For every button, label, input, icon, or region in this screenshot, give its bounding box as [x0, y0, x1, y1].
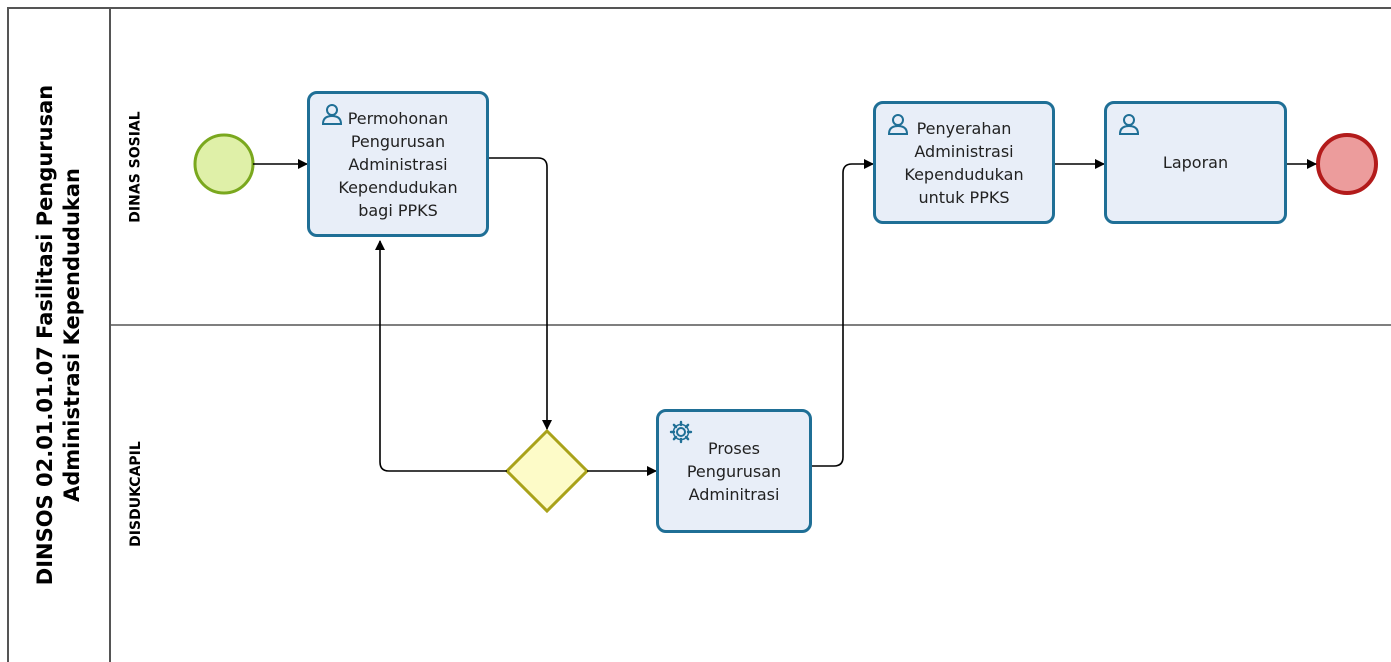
pool-title-line-2: Administrasi Kependudukan	[60, 168, 84, 503]
user-icon	[887, 114, 909, 135]
task-proses[interactable]: Proses Pengurusan Adminitrasi	[656, 409, 812, 533]
flow-gateway-to-permohonan	[375, 240, 507, 472]
exclusive-gateway[interactable]	[504, 428, 590, 514]
pool-title: DINSOS 02.01.01.07 Fasilitasi Pengurusan…	[8, 8, 110, 662]
flow-proses-to-penyerahan	[812, 159, 874, 467]
task-penyerahan-label: Penyerahan Administrasi Kependudukan unt…	[904, 118, 1024, 207]
start-event[interactable]	[193, 133, 255, 195]
lane-label-dinas-sosial: DINAS SOSIAL	[128, 110, 144, 223]
pool-title-line-1: DINSOS 02.01.01.07 Fasilitasi Pengurusan	[33, 84, 57, 586]
task-proses-label: Proses Pengurusan Adminitrasi	[686, 438, 782, 504]
user-icon	[1118, 114, 1140, 135]
lane-dinas-sosial: DINAS SOSIAL	[112, 8, 160, 325]
end-event[interactable]	[1316, 133, 1378, 195]
task-laporan-label: Laporan	[1162, 153, 1229, 172]
task-permohonan-label: Permohonan Pengurusan Administrasi Kepen…	[338, 108, 458, 220]
gear-icon	[669, 420, 693, 444]
task-laporan[interactable]: Laporan	[1104, 101, 1287, 224]
flow-permohonan-to-gateway	[489, 157, 552, 430]
lane-label-disdukcapil: DISDUKCAPIL	[128, 440, 144, 547]
task-permohonan[interactable]: Permohonan Pengurusan Administrasi Kepen…	[307, 91, 489, 237]
task-penyerahan[interactable]: Penyerahan Administrasi Kependudukan unt…	[873, 101, 1055, 224]
user-icon	[321, 104, 343, 125]
lane-disdukcapil: DISDUKCAPIL	[112, 325, 160, 662]
pool-border	[7, 7, 1391, 662]
